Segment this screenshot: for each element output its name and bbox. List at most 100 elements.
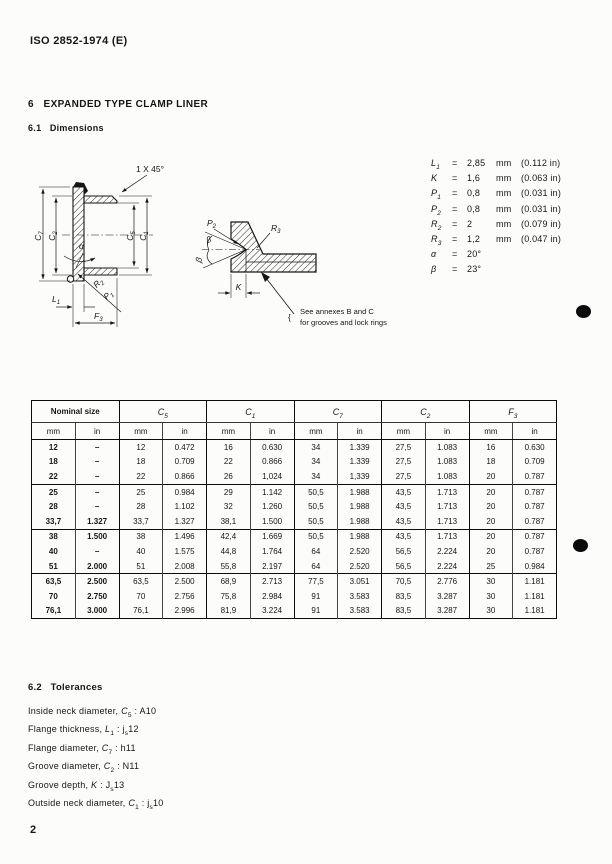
column-group-header: C1: [206, 400, 294, 423]
table-cell: 44,8: [206, 544, 251, 559]
dim-label-r2: R2: [91, 275, 107, 291]
table-cell: 38: [118, 529, 163, 545]
table-cell: 1.181: [512, 603, 557, 619]
table-cell: 34: [293, 439, 338, 455]
table-cell: 2.756: [162, 588, 207, 604]
unit-header: mm: [468, 422, 513, 440]
table-cell: 12: [118, 439, 163, 455]
table-cell: 55,8: [206, 558, 251, 574]
table-cell: 22: [118, 469, 163, 485]
flange-section: [72, 186, 85, 282]
tolerance-item: Groove diameter, C2 : N11: [28, 761, 140, 774]
table-cell: 2.197: [249, 558, 294, 574]
table-cell: 68,9: [206, 573, 251, 589]
dim-label-beta-upper: β: [204, 234, 212, 245]
table-cell: 1.496: [162, 529, 207, 545]
unit-header: in: [512, 422, 557, 440]
table-cell: 33,7: [118, 513, 163, 530]
column-group-header: C7: [293, 400, 382, 423]
table-cell: 25: [468, 558, 513, 574]
table-cell: 51: [118, 558, 163, 574]
table-cell: 70,5: [381, 573, 426, 589]
table-cell: 20: [468, 529, 513, 545]
column-group-header: F3: [468, 400, 557, 423]
tolerance-item: Outside neck diameter, C1 : js10: [28, 797, 164, 811]
annex-note-line2: for grooves and lock rings: [300, 318, 387, 327]
liner-section-view: C7 C2 C5 C1 1 X 45° α R2 P1 L: [33, 164, 164, 327]
table-cell: 20: [468, 544, 513, 559]
table-cell: 22: [48, 471, 58, 481]
dim-label-p2: P2: [207, 218, 217, 230]
table-cell: 12: [48, 442, 58, 452]
table-cell: 3.224: [249, 603, 294, 619]
table-cell: 1.988: [337, 484, 382, 500]
table-cell: 1.500: [249, 513, 294, 530]
table-cell: 1,339: [337, 469, 382, 485]
table-cell: 18: [48, 457, 58, 467]
table-cell: 43,5: [381, 513, 426, 530]
unit-header: mm: [206, 422, 251, 440]
table-cell: 40: [48, 546, 58, 556]
table-cell: 2.224: [424, 558, 469, 574]
table-cell: 0.787: [512, 499, 557, 514]
table-cell: 16: [206, 439, 251, 455]
table-cell: 2.520: [337, 544, 382, 559]
table-cell: 27,5: [381, 469, 426, 485]
chamfer-callout: 1 X 45°: [136, 164, 164, 174]
dim-label-c5: C5: [125, 231, 137, 241]
unit-header: in: [162, 422, 207, 440]
table-cell: 1.988: [337, 529, 382, 545]
table-cell: 0.984: [512, 558, 557, 574]
table-cell: 0.866: [249, 454, 294, 470]
table-cell: 83,5: [381, 588, 426, 604]
table-cell: 2.500: [74, 573, 119, 589]
table-cell: 0.787: [512, 484, 557, 500]
table-cell: 2.000: [74, 558, 119, 574]
table-cell: –: [74, 544, 119, 559]
flange-bead: [66, 275, 75, 283]
tolerances-block: 6.2 Tolerances Inside neck diameter, C5 …: [28, 682, 163, 816]
table-cell: 38: [48, 532, 58, 542]
table-cell: –: [74, 499, 119, 514]
table-cell: 43,5: [381, 499, 426, 514]
flange-detail-view: β β P2 R3 K { See annexes B and C for gr…: [193, 218, 387, 327]
table-cell: 22: [206, 454, 251, 470]
dim-label-c1: C1: [138, 231, 150, 240]
unit-header: in: [337, 422, 382, 440]
table-cell: 51: [48, 561, 58, 571]
dim-label-beta-lower: β: [193, 256, 204, 264]
binding-hole-mark-top: [576, 305, 591, 318]
table-cell: 28: [118, 499, 163, 514]
technical-drawing: C7 C2 C5 C1 1 X 45° α R2 P1 L: [33, 164, 387, 327]
table-cell: 1.764: [249, 544, 294, 559]
table-cell: 20: [468, 469, 513, 485]
column-group-header: Nominal size: [31, 400, 119, 423]
unit-header: mm: [381, 422, 426, 440]
table-cell: 50,5: [293, 484, 338, 500]
table-cell: 64: [293, 544, 338, 559]
table-cell: 26: [206, 469, 251, 485]
table-cell: 1.669: [249, 529, 294, 545]
table-cell: –: [74, 469, 119, 485]
dim-label-c2: C2: [47, 231, 59, 241]
table-cell: 0.984: [162, 484, 207, 500]
table-cell: 3.287: [424, 603, 469, 619]
annex-note-line1: See annexes B and C: [300, 307, 374, 316]
binding-hole-mark-bottom: [573, 539, 588, 552]
table-cell: 25: [118, 484, 163, 500]
section-title: 6 EXPANDED TYPE CLAMP LINER: [28, 99, 209, 110]
unit-header: mm: [118, 422, 163, 440]
